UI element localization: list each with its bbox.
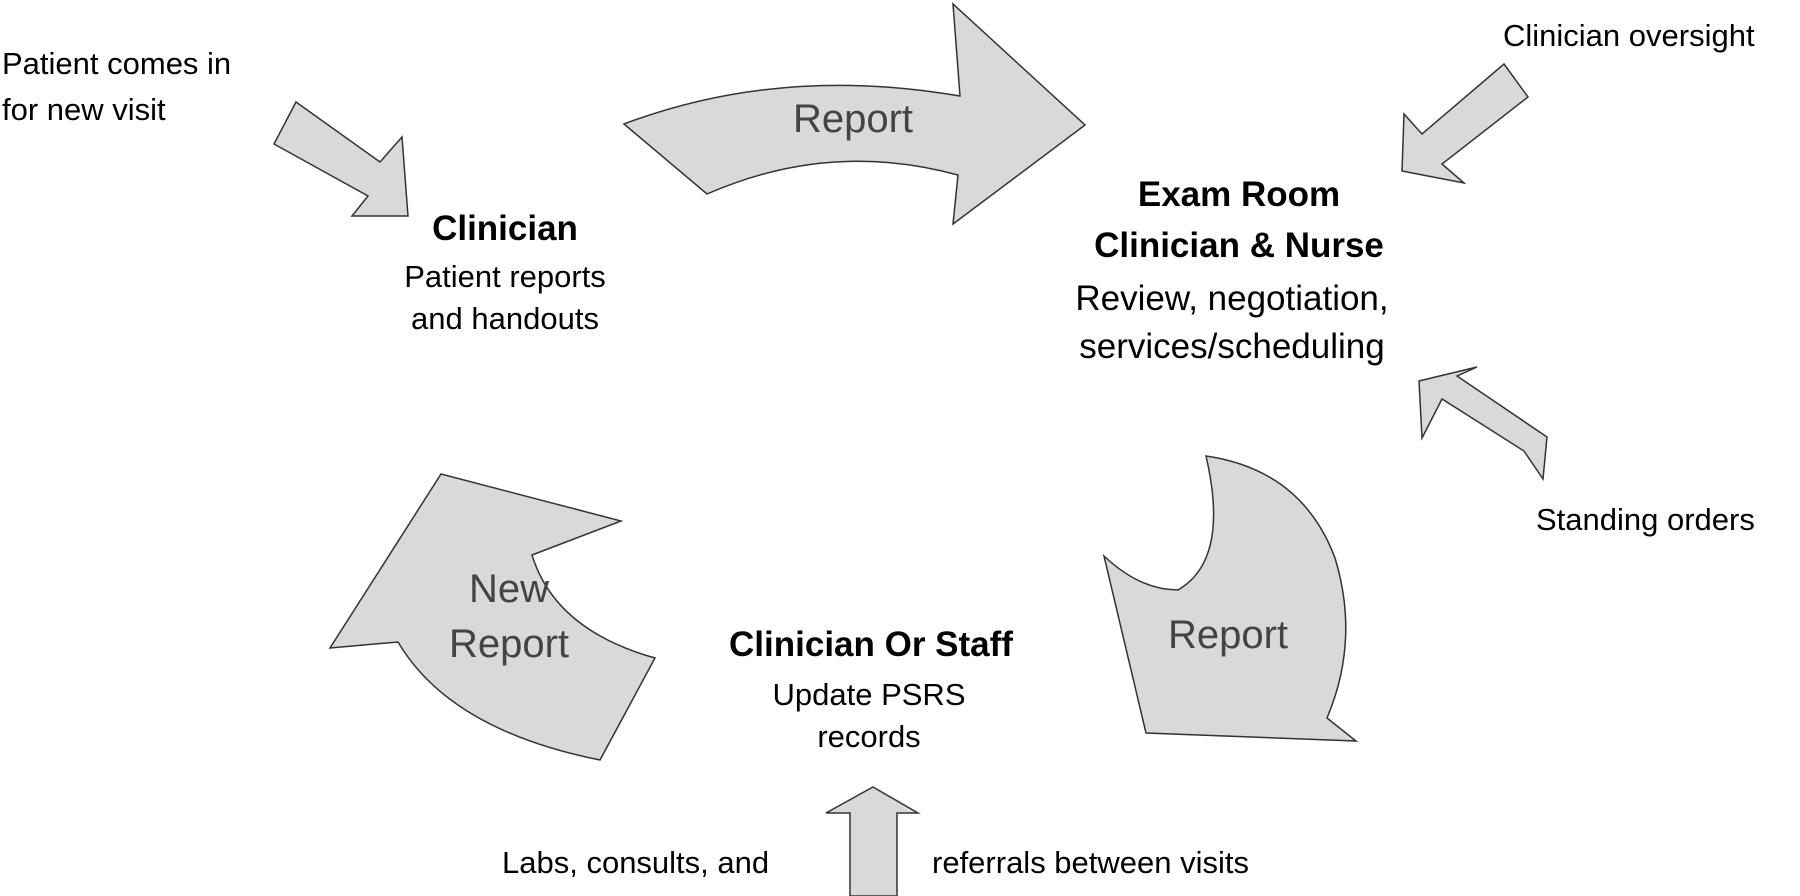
clinician-or-staff-title: Clinician Or Staff	[729, 625, 1013, 664]
patient-visit-line2: for new visit	[2, 92, 166, 127]
clinician-node-line1: Patient reports	[404, 259, 606, 294]
standing-orders-arrow	[1418, 366, 1548, 482]
report-label-right: Report	[1167, 613, 1289, 657]
standing-orders-label: Standing orders	[1536, 502, 1755, 537]
clinician-or-staff-line1: Update PSRS	[772, 677, 966, 712]
clinician-node-title: Clinician	[432, 209, 578, 248]
exam-room-line1: Review, negotiation,	[1075, 279, 1389, 318]
clinician-node-line2: and handouts	[411, 301, 599, 336]
report-arrow-top	[622, 2, 1087, 226]
exam-room-title-line1: Exam Room	[1137, 175, 1341, 214]
new-report-arrow-left	[328, 473, 657, 761]
report-label-top: Report	[792, 97, 914, 141]
labs-label-right: referrals between visits	[932, 845, 1250, 880]
labs-input-arrow	[825, 786, 921, 896]
new-report-label-line2: Report	[448, 622, 570, 666]
new-report-label-line1: New	[468, 567, 550, 611]
labs-label-left: Labs, consults, and	[502, 845, 770, 880]
patient-input-arrow	[272, 100, 409, 217]
exam-room-title-line2: Clinician & Nurse	[1094, 226, 1384, 265]
report-arrow-right	[1102, 455, 1359, 742]
patient-visit-line1: Patient comes in	[2, 46, 232, 81]
clinician-or-staff-line2: records	[817, 719, 921, 754]
clinician-oversight-label: Clinician oversight	[1503, 18, 1755, 53]
exam-room-line2: services/scheduling	[1079, 327, 1385, 366]
oversight-arrow	[1401, 62, 1530, 185]
